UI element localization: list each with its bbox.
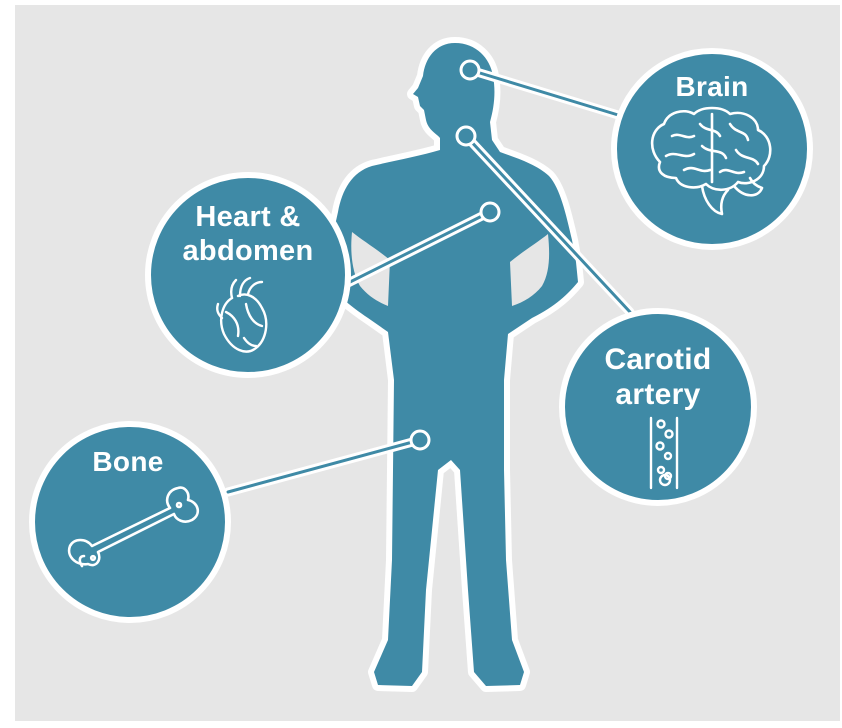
carotid-label-line2: artery xyxy=(570,377,746,412)
heart-label-line1: Heart & xyxy=(158,200,338,234)
human-silhouette xyxy=(326,43,578,686)
heart-label: Heart & abdomen xyxy=(158,200,338,268)
carotid-label: Carotid artery xyxy=(570,342,746,413)
bone-label: Bone xyxy=(78,445,178,478)
heart-label-line2: abdomen xyxy=(158,234,338,268)
brain-label: Brain xyxy=(662,70,762,103)
body-fill xyxy=(326,43,578,686)
carotid-label-line1: Carotid xyxy=(570,342,746,377)
